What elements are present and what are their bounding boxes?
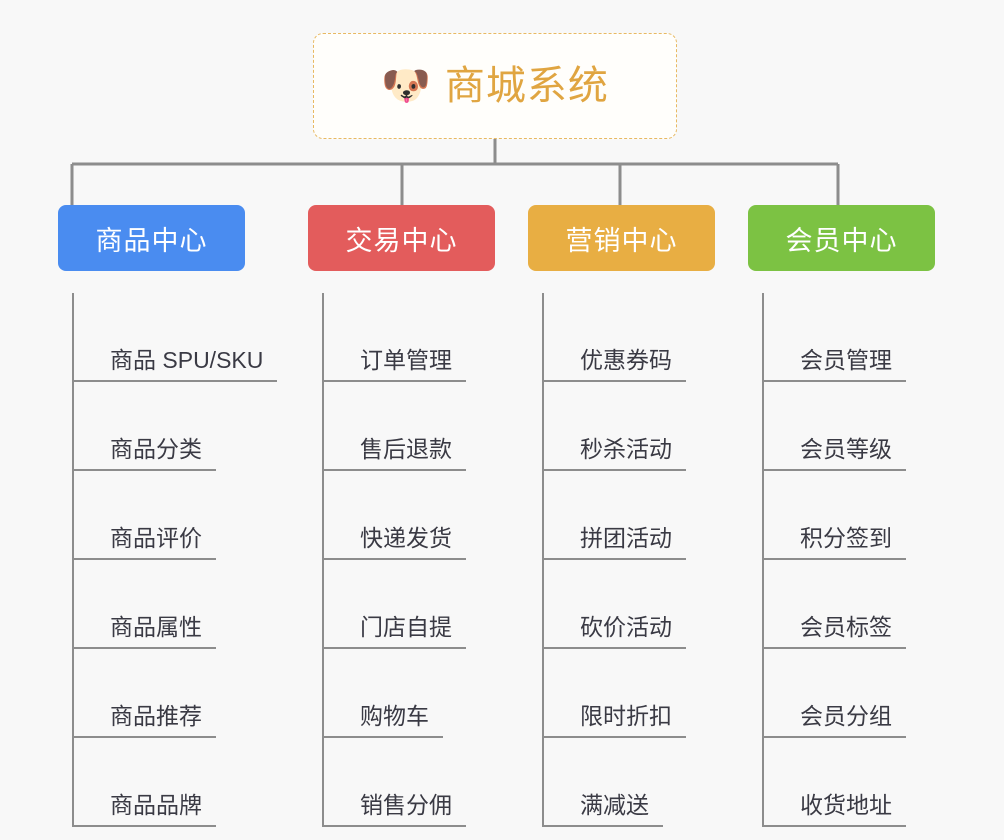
leaf-item[interactable]: 商品推荐: [72, 649, 245, 738]
leaf-item[interactable]: 商品品牌: [72, 738, 245, 827]
leaf-label: 限时折扣: [542, 703, 686, 738]
leaf-list-trade: 订单管理 售后退款 快递发货 门店自提 购物车 销售分佣: [322, 293, 495, 827]
leaf-label: 商品推荐: [72, 703, 216, 738]
leaf-label: 商品品牌: [72, 792, 216, 827]
branch-header-label: 商品中心: [95, 225, 208, 256]
leaf-item[interactable]: 商品分类: [72, 382, 245, 471]
leaf-label: 收货地址: [762, 792, 906, 827]
branch-header-products[interactable]: 商品中心: [58, 205, 245, 271]
leaf-item[interactable]: 售后退款: [322, 382, 495, 471]
leaf-item[interactable]: 会员等级: [762, 382, 935, 471]
leaf-item[interactable]: 商品属性: [72, 560, 245, 649]
leaf-item[interactable]: 限时折扣: [542, 649, 715, 738]
leaf-item[interactable]: 拼团活动: [542, 471, 715, 560]
leaf-label: 优惠券码: [542, 347, 686, 382]
branch-header-trade[interactable]: 交易中心: [308, 205, 495, 271]
leaf-item[interactable]: 秒杀活动: [542, 382, 715, 471]
leaf-label: 满减送: [542, 792, 663, 827]
leaf-item[interactable]: 商品 SPU/SKU: [72, 293, 278, 382]
leaf-label: 会员管理: [762, 347, 906, 382]
leaf-item[interactable]: 砍价活动: [542, 560, 715, 649]
branch-products: 商品中心 商品 SPU/SKU 商品分类 商品评价 商品属性 商品推荐 商品品牌: [58, 205, 278, 827]
leaf-label: 门店自提: [322, 614, 466, 649]
branch-member: 会员中心 会员管理 会员等级 积分签到 会员标签 会员分组 收货地址: [748, 205, 935, 827]
leaf-item[interactable]: 满减送: [542, 738, 715, 827]
leaf-list-marketing: 优惠券码 秒杀活动 拼团活动 砍价活动 限时折扣 满减送: [542, 293, 715, 827]
leaf-label: 购物车: [322, 703, 443, 738]
leaf-item[interactable]: 门店自提: [322, 560, 495, 649]
leaf-label: 积分签到: [762, 525, 906, 560]
leaf-item[interactable]: 会员分组: [762, 649, 935, 738]
branch-header-member[interactable]: 会员中心: [748, 205, 935, 271]
leaf-list-products: 商品 SPU/SKU 商品分类 商品评价 商品属性 商品推荐 商品品牌: [72, 293, 278, 827]
leaf-item[interactable]: 积分签到: [762, 471, 935, 560]
leaf-label: 售后退款: [322, 436, 466, 471]
branch-header-label: 营销中心: [565, 225, 678, 256]
leaf-item[interactable]: 销售分佣: [322, 738, 495, 827]
leaf-item[interactable]: 会员管理: [762, 293, 935, 382]
leaf-label: 快递发货: [322, 525, 466, 560]
leaf-label: 会员分组: [762, 703, 906, 738]
leaf-label: 砍价活动: [542, 614, 686, 649]
branch-marketing: 营销中心 优惠券码 秒杀活动 拼团活动 砍价活动 限时折扣 满减送: [528, 205, 715, 827]
shiba-dog-emoji-icon: 🐶: [381, 64, 431, 108]
leaf-label: 商品属性: [72, 614, 216, 649]
root-title: 商城系统: [444, 64, 609, 108]
leaf-item[interactable]: 订单管理: [322, 293, 495, 382]
leaf-label: 订单管理: [322, 347, 466, 382]
branch-header-label: 交易中心: [345, 225, 458, 256]
leaf-label: 秒杀活动: [542, 436, 686, 471]
leaf-item[interactable]: 优惠券码: [542, 293, 715, 382]
root-node[interactable]: 🐶 商城系统: [313, 33, 677, 139]
leaf-list-member: 会员管理 会员等级 积分签到 会员标签 会员分组 收货地址: [762, 293, 935, 827]
leaf-item[interactable]: 购物车: [322, 649, 495, 738]
leaf-label: 会员等级: [762, 436, 906, 471]
leaf-label: 商品分类: [72, 436, 216, 471]
leaf-item[interactable]: 快递发货: [322, 471, 495, 560]
leaf-item[interactable]: 商品评价: [72, 471, 245, 560]
branch-header-marketing[interactable]: 营销中心: [528, 205, 715, 271]
leaf-label: 商品评价: [72, 525, 216, 560]
branch-header-label: 会员中心: [785, 225, 898, 256]
leaf-label: 拼团活动: [542, 525, 686, 560]
leaf-item[interactable]: 会员标签: [762, 560, 935, 649]
leaf-label: 会员标签: [762, 614, 906, 649]
branch-trade: 交易中心 订单管理 售后退款 快递发货 门店自提 购物车 销售分佣: [308, 205, 495, 827]
leaf-item[interactable]: 收货地址: [762, 738, 935, 827]
leaf-label: 商品 SPU/SKU: [72, 347, 278, 382]
leaf-label: 销售分佣: [322, 792, 466, 827]
